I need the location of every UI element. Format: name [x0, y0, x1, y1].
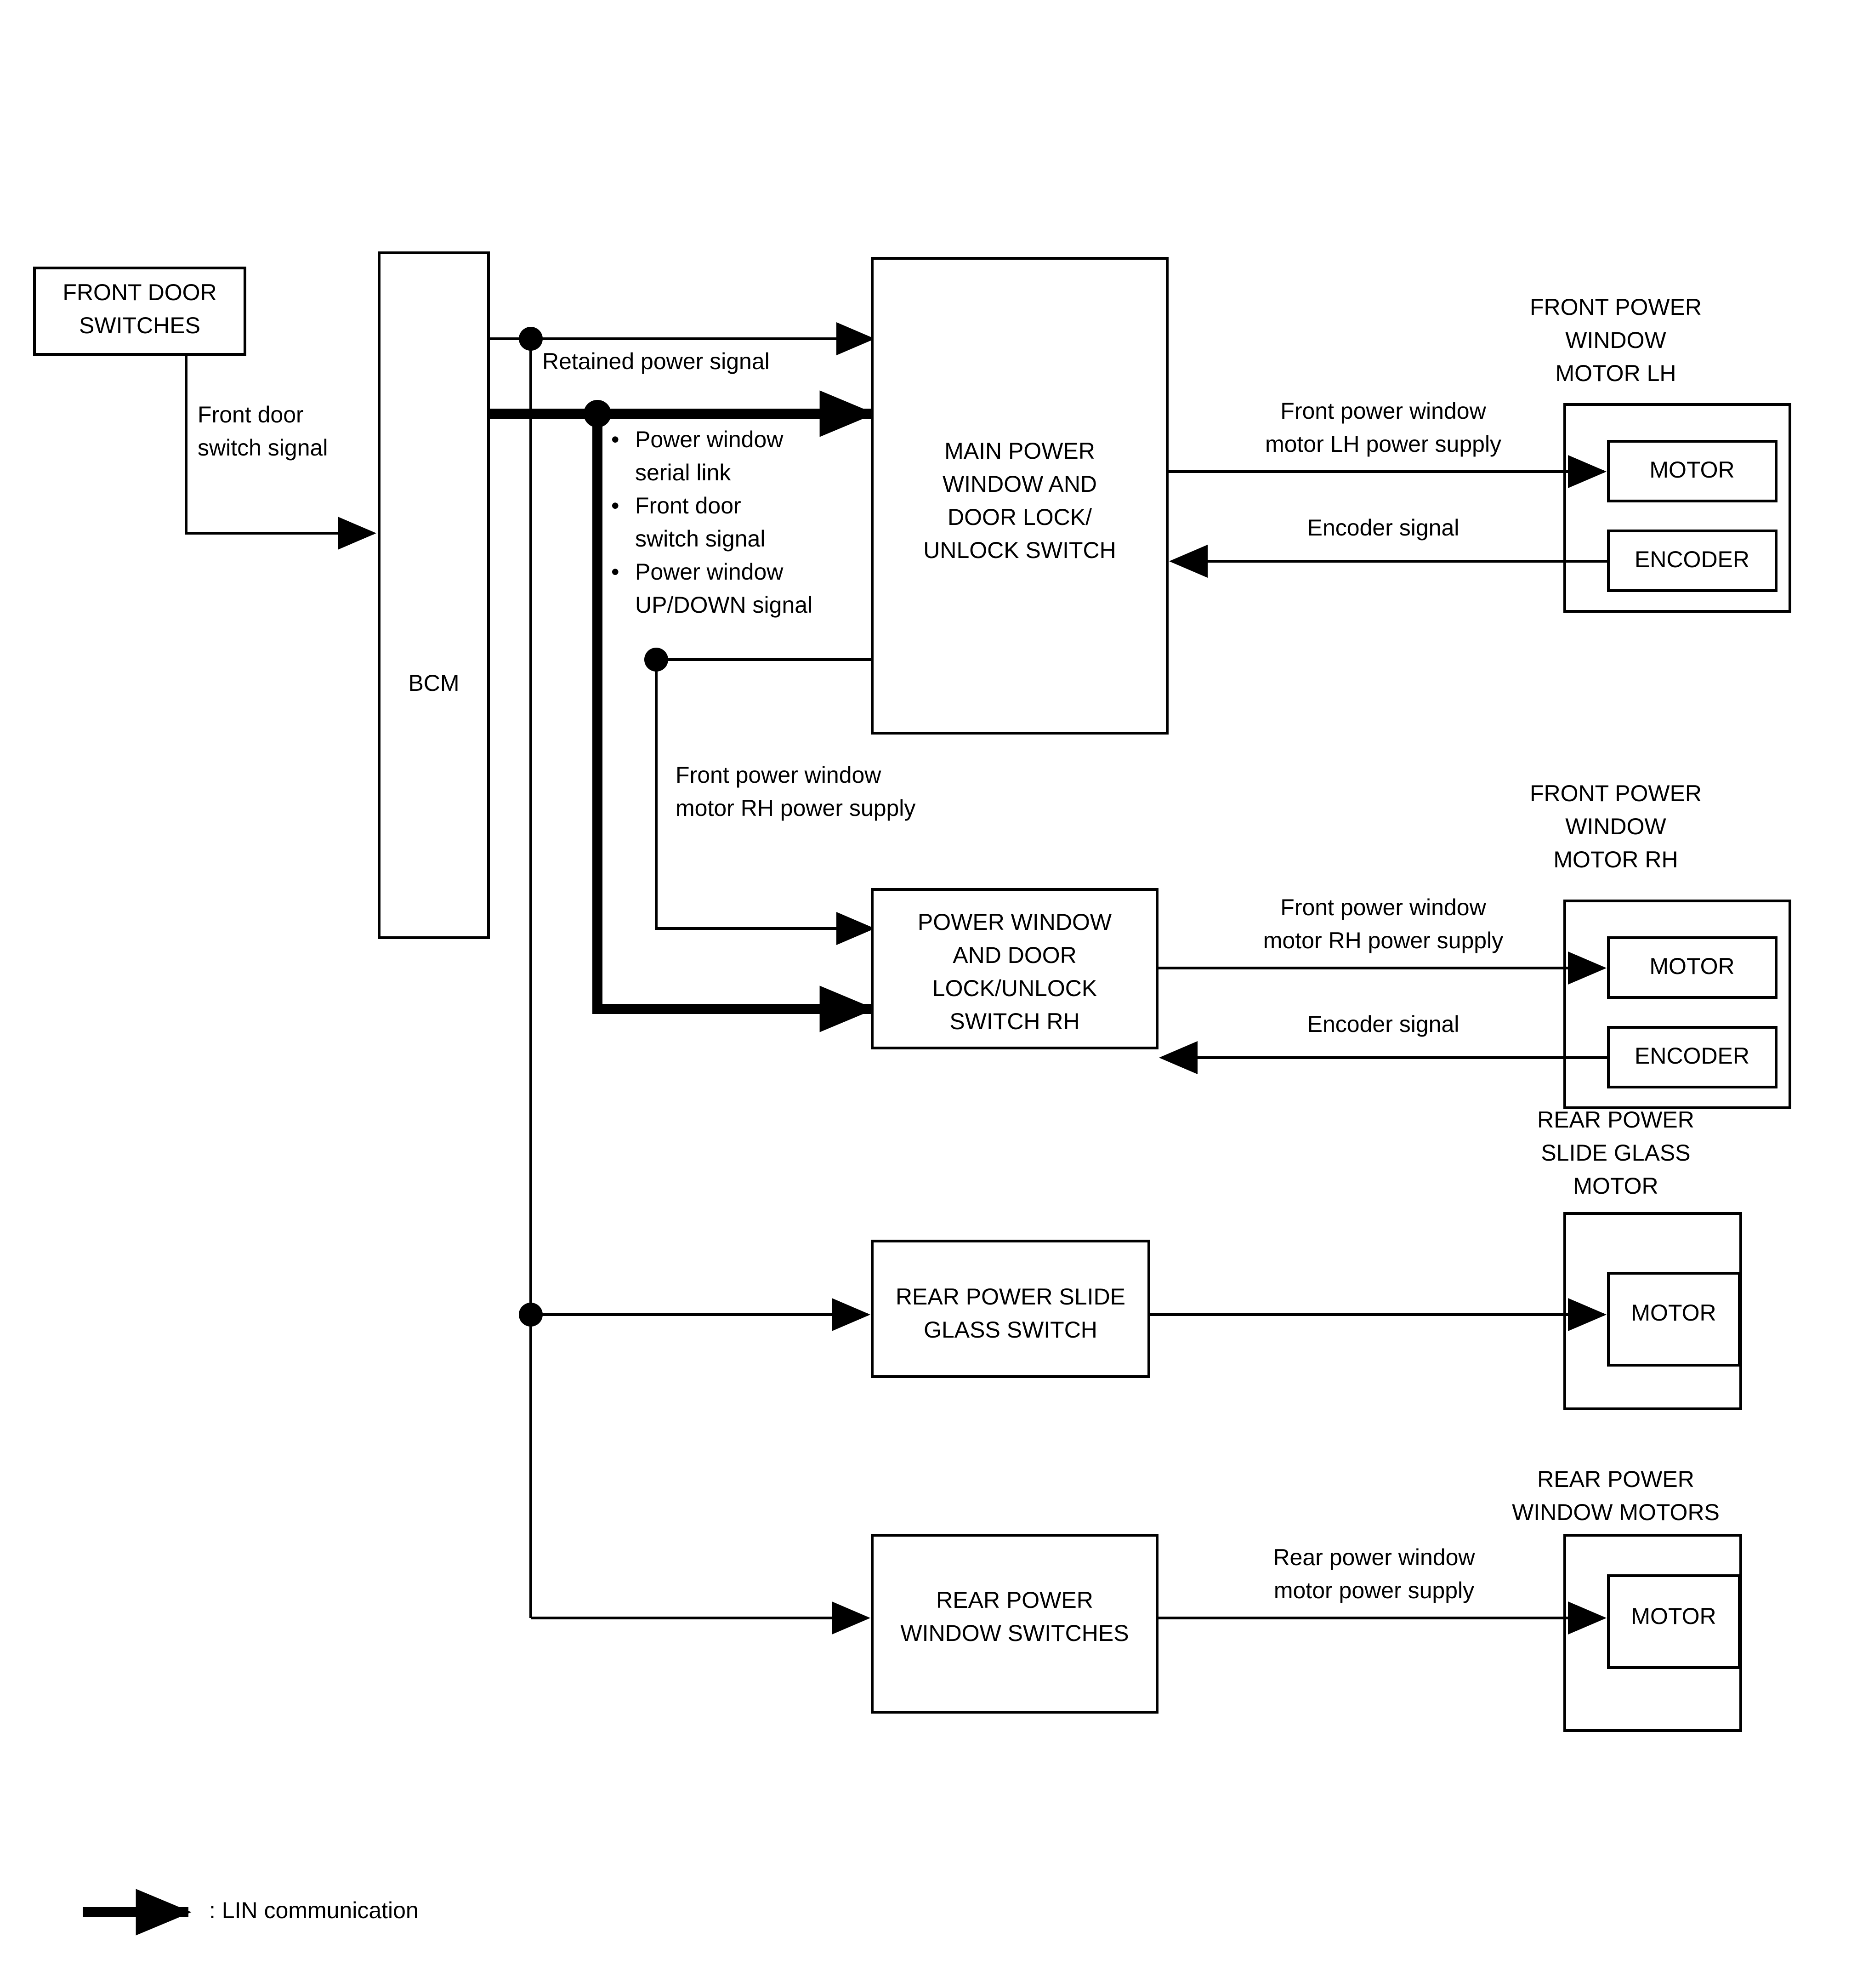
rear-slide-glass-switch-label-line1: REAR POWER SLIDE	[896, 1284, 1125, 1310]
lin-bullet-label-5: Power window	[635, 559, 784, 585]
front-pw-motor-lh-box: MOTOR ENCODER	[1563, 403, 1791, 613]
rear-window-switches-label-line1: REAR POWER	[936, 1587, 1093, 1613]
rear-power-window-switches-box: REAR POWER WINDOW SWITCHES	[871, 1534, 1158, 1714]
front-pw-motor-lh-group-label-line3: MOTOR LH	[1556, 360, 1676, 386]
front-door-switch-signal-label-line2: switch signal	[198, 435, 328, 461]
front-pw-motor-rh-motor-label: MOTOR	[1649, 953, 1734, 979]
encoder-signal-rh-label: Encoder signal	[1307, 1011, 1459, 1037]
rear-slide-glass-switch-wire	[519, 1298, 870, 1331]
front-pw-motor-rh-supply-right-label-line2: motor RH power supply	[1263, 928, 1503, 953]
bcm-box: BCM	[378, 251, 490, 939]
rear-power-window-motors-box: MOTOR	[1563, 1534, 1742, 1732]
main-power-switch-label-line1: MAIN POWER	[944, 438, 1095, 464]
lin-bus-wire	[488, 390, 875, 1032]
legend-label: : LIN communication	[209, 1897, 419, 1923]
front-pw-motor-rh-group-label-line1: FRONT POWER	[1530, 780, 1702, 806]
encoder-signal-lh-label: Encoder signal	[1307, 515, 1459, 541]
rear-power-slide-glass-switch-box: REAR POWER SLIDE GLASS SWITCH	[871, 1240, 1150, 1378]
front-door-switches-box: FRONT DOOR SWITCHES	[33, 267, 246, 356]
front-pw-motor-rh-encoder-label: ENCODER	[1635, 1043, 1749, 1069]
rear-window-switches-label-line2: WINDOW SWITCHES	[900, 1620, 1129, 1646]
lin-bullet-glyph-3: •	[611, 559, 619, 585]
rear-slide-glass-motor-label: MOTOR	[1631, 1300, 1716, 1326]
front-pw-motor-rh-box: MOTOR ENCODER	[1563, 900, 1791, 1109]
main-power-switch-label-line4: UNLOCK SWITCH	[923, 537, 1116, 563]
pw-door-lock-rh-label-line1: POWER WINDOW	[918, 909, 1112, 935]
front-pw-motor-rh-group-label-line3: MOTOR RH	[1553, 847, 1678, 872]
rear-pw-motor-supply-label-line1: Rear power window	[1273, 1544, 1475, 1570]
front-door-switch-signal-wire	[185, 354, 376, 550]
lin-bullet-label-1: Power window	[635, 427, 784, 452]
rear-pw-motor-supply-label-line2: motor power supply	[1274, 1578, 1474, 1603]
lin-bullet-label-4: switch signal	[635, 526, 765, 552]
main-power-window-door-lock-switch-box: MAIN POWER WINDOW AND DOOR LOCK/ UNLOCK …	[871, 257, 1169, 735]
lin-bullet-label-2: serial link	[635, 460, 731, 485]
front-pw-motor-rh-group-label-line2: WINDOW	[1565, 814, 1666, 839]
rear-slide-glass-switch-label-line2: GLASS SWITCH	[924, 1317, 1097, 1343]
rear-pw-motors-group-label-line2: WINDOW MOTORS	[1512, 1499, 1720, 1525]
junction-dot-rear-slide-glass	[519, 1303, 543, 1327]
front-pw-motor-lh-group-label-line2: WINDOW	[1565, 327, 1666, 353]
rear-slide-glass-motor-group-label-line2: SLIDE GLASS	[1541, 1140, 1690, 1166]
front-pw-motor-lh-group-label-line1: FRONT POWER	[1530, 294, 1702, 320]
legend: : LIN communication	[83, 1889, 419, 1936]
front-pw-motor-rh-supply-right-label-line1: Front power window	[1280, 894, 1486, 920]
main-power-switch-label-line3: DOOR LOCK/	[948, 504, 1092, 530]
rear-pw-motors-group-label-line1: REAR POWER	[1537, 1466, 1694, 1492]
front-pw-motor-lh-motor-label: MOTOR	[1649, 457, 1734, 483]
junction-dot-rh-supply	[644, 648, 668, 672]
front-pw-motor-rh-supply-mid-label-line1: Front power window	[676, 762, 881, 788]
front-door-switches-label-line1: FRONT DOOR	[62, 279, 216, 305]
front-pw-motor-lh-supply-label-line1: Front power window	[1280, 398, 1486, 424]
lin-bullet-label-3: Front door	[635, 493, 741, 518]
front-door-switch-signal-label-line1: Front door	[198, 402, 304, 427]
front-pw-motor-rh-supply-wire-mid	[644, 648, 875, 945]
rear-pw-motor-label: MOTOR	[1631, 1603, 1716, 1629]
front-door-switches-label-line2: SWITCHES	[79, 313, 200, 338]
pw-door-lock-rh-label-line2: AND DOOR	[953, 942, 1076, 968]
lin-bullet-label-6: UP/DOWN signal	[635, 592, 812, 618]
rear-power-slide-glass-motor-box: MOTOR	[1563, 1212, 1742, 1410]
retained-power-signal-label: Retained power signal	[542, 348, 770, 374]
front-pw-motor-lh-encoder-label: ENCODER	[1635, 547, 1749, 572]
pw-door-lock-rh-label-line4: SWITCH RH	[949, 1008, 1079, 1034]
pw-door-lock-rh-label-line3: LOCK/UNLOCK	[932, 975, 1097, 1001]
rear-slide-glass-motor-group-label-line3: MOTOR	[1573, 1173, 1658, 1199]
main-power-switch-label-line2: WINDOW AND	[943, 471, 1097, 497]
lin-signal-bullet-list: • Power window serial link • Front door …	[611, 427, 812, 618]
lin-bullet-glyph-2: •	[611, 493, 619, 518]
front-pw-motor-rh-supply-mid-label-line2: motor RH power supply	[676, 795, 915, 821]
front-pw-motor-lh-supply-label-line2: motor LH power supply	[1265, 431, 1501, 457]
rear-slide-glass-motor-group-label-line1: REAR POWER	[1537, 1107, 1694, 1133]
lin-bullet-glyph-1: •	[611, 427, 619, 452]
bcm-label: BCM	[408, 670, 459, 696]
power-window-door-lock-switch-rh-box: POWER WINDOW AND DOOR LOCK/UNLOCK SWITCH…	[871, 888, 1158, 1049]
